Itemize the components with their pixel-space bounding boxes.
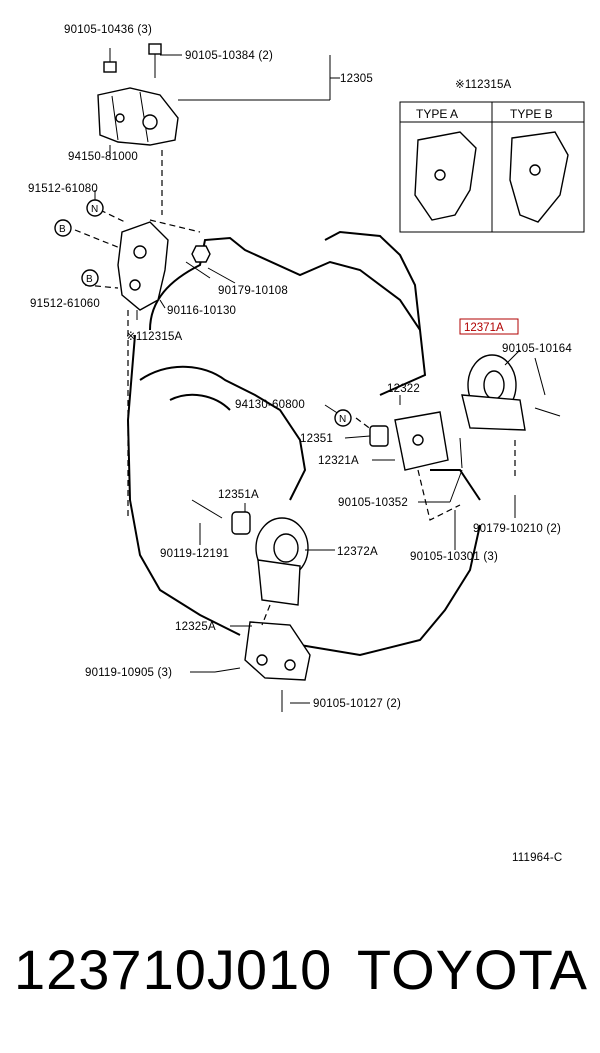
bolt-long (148, 43, 162, 78)
engine-mount-rear (255, 517, 309, 606)
part-number: 123710J010 (14, 938, 333, 1001)
engine-mount-right (461, 354, 526, 431)
type-inset-box: TYPE A TYPE B (399, 101, 585, 233)
label-12305: 12305 (340, 73, 373, 85)
label-90105-10352: 90105-10352 (338, 497, 408, 509)
label-112315A-inset: ※112315A (455, 79, 512, 91)
callout-n-right: N (334, 409, 352, 427)
callout-n-top: N (86, 199, 104, 217)
callout-b-top: B (54, 219, 72, 237)
nut-small (191, 245, 211, 263)
highlight-box (459, 318, 519, 335)
engine-mount-bracket-left (117, 221, 169, 311)
label-90105-10127: 90105-10127 (2) (313, 698, 401, 710)
label-94130-60800: 94130-60800 (235, 399, 305, 411)
callout-b-bottom: B (81, 269, 99, 287)
label-90119-12191: 90119-12191 (160, 548, 229, 560)
label-diagram-code: 111964-C (512, 852, 562, 864)
label-91512-61060: 91512-61060 (30, 298, 100, 310)
engine-mount-bracket-top (97, 87, 179, 146)
parts-diagram: 90105-10436 (3) 90105-10384 (2) 12305 94… (28, 24, 585, 864)
label-12325A: 12325A (175, 621, 216, 633)
label-90179-10108: 90179-10108 (218, 285, 288, 297)
spacer-12351 (369, 425, 389, 447)
bracket-type-b (509, 131, 569, 223)
label-90116-10130: 90116-10130 (167, 305, 236, 317)
bolt-small (103, 48, 117, 73)
stud-bolt (185, 261, 211, 279)
label-112315A: ※112315A (126, 331, 183, 343)
type-a-label: TYPE A (416, 107, 458, 121)
label-90179-10210: 90179-10210 (2) (473, 523, 561, 535)
brand-name: TOYOTA (356, 938, 588, 1001)
label-90105-10301: 90105-10301 (3) (410, 551, 498, 563)
mount-bolt (459, 407, 561, 469)
label-90105-10384: 90105-10384 (2) (185, 50, 273, 62)
label-12351A: 12351A (218, 489, 259, 501)
leader-lines (94, 54, 546, 704)
type-b-label: TYPE B (510, 107, 553, 121)
spacer-12351A (231, 511, 251, 535)
label-94150-81000: 94150-81000 (68, 151, 138, 163)
svg-text:N: N (339, 414, 346, 425)
label-90105-10436: 90105-10436 (3) (64, 24, 152, 36)
bracket-12321A (394, 411, 449, 471)
svg-text:N: N (91, 204, 98, 215)
svg-text:B: B (86, 274, 93, 285)
label-12322: 12322 (387, 383, 420, 395)
label-12372A: 12372A (337, 546, 378, 558)
svg-text:B: B (59, 224, 66, 235)
label-12351: 12351 (300, 433, 333, 445)
label-91512-61080: 91512-61080 (28, 183, 98, 195)
label-12371A: 12371A (464, 322, 504, 334)
label-90105-10164: 90105-10164 (502, 343, 572, 355)
bracket-12325A (244, 621, 311, 681)
label-12321A: 12321A (318, 455, 359, 467)
bolt-bottom (214, 667, 283, 712)
bolt-90119-12191 (191, 499, 223, 519)
label-90119-10905: 90119-10905 (3) (85, 667, 172, 679)
part-labels: 90105-10436 (3) 90105-10384 (2) 12305 94… (28, 24, 572, 864)
